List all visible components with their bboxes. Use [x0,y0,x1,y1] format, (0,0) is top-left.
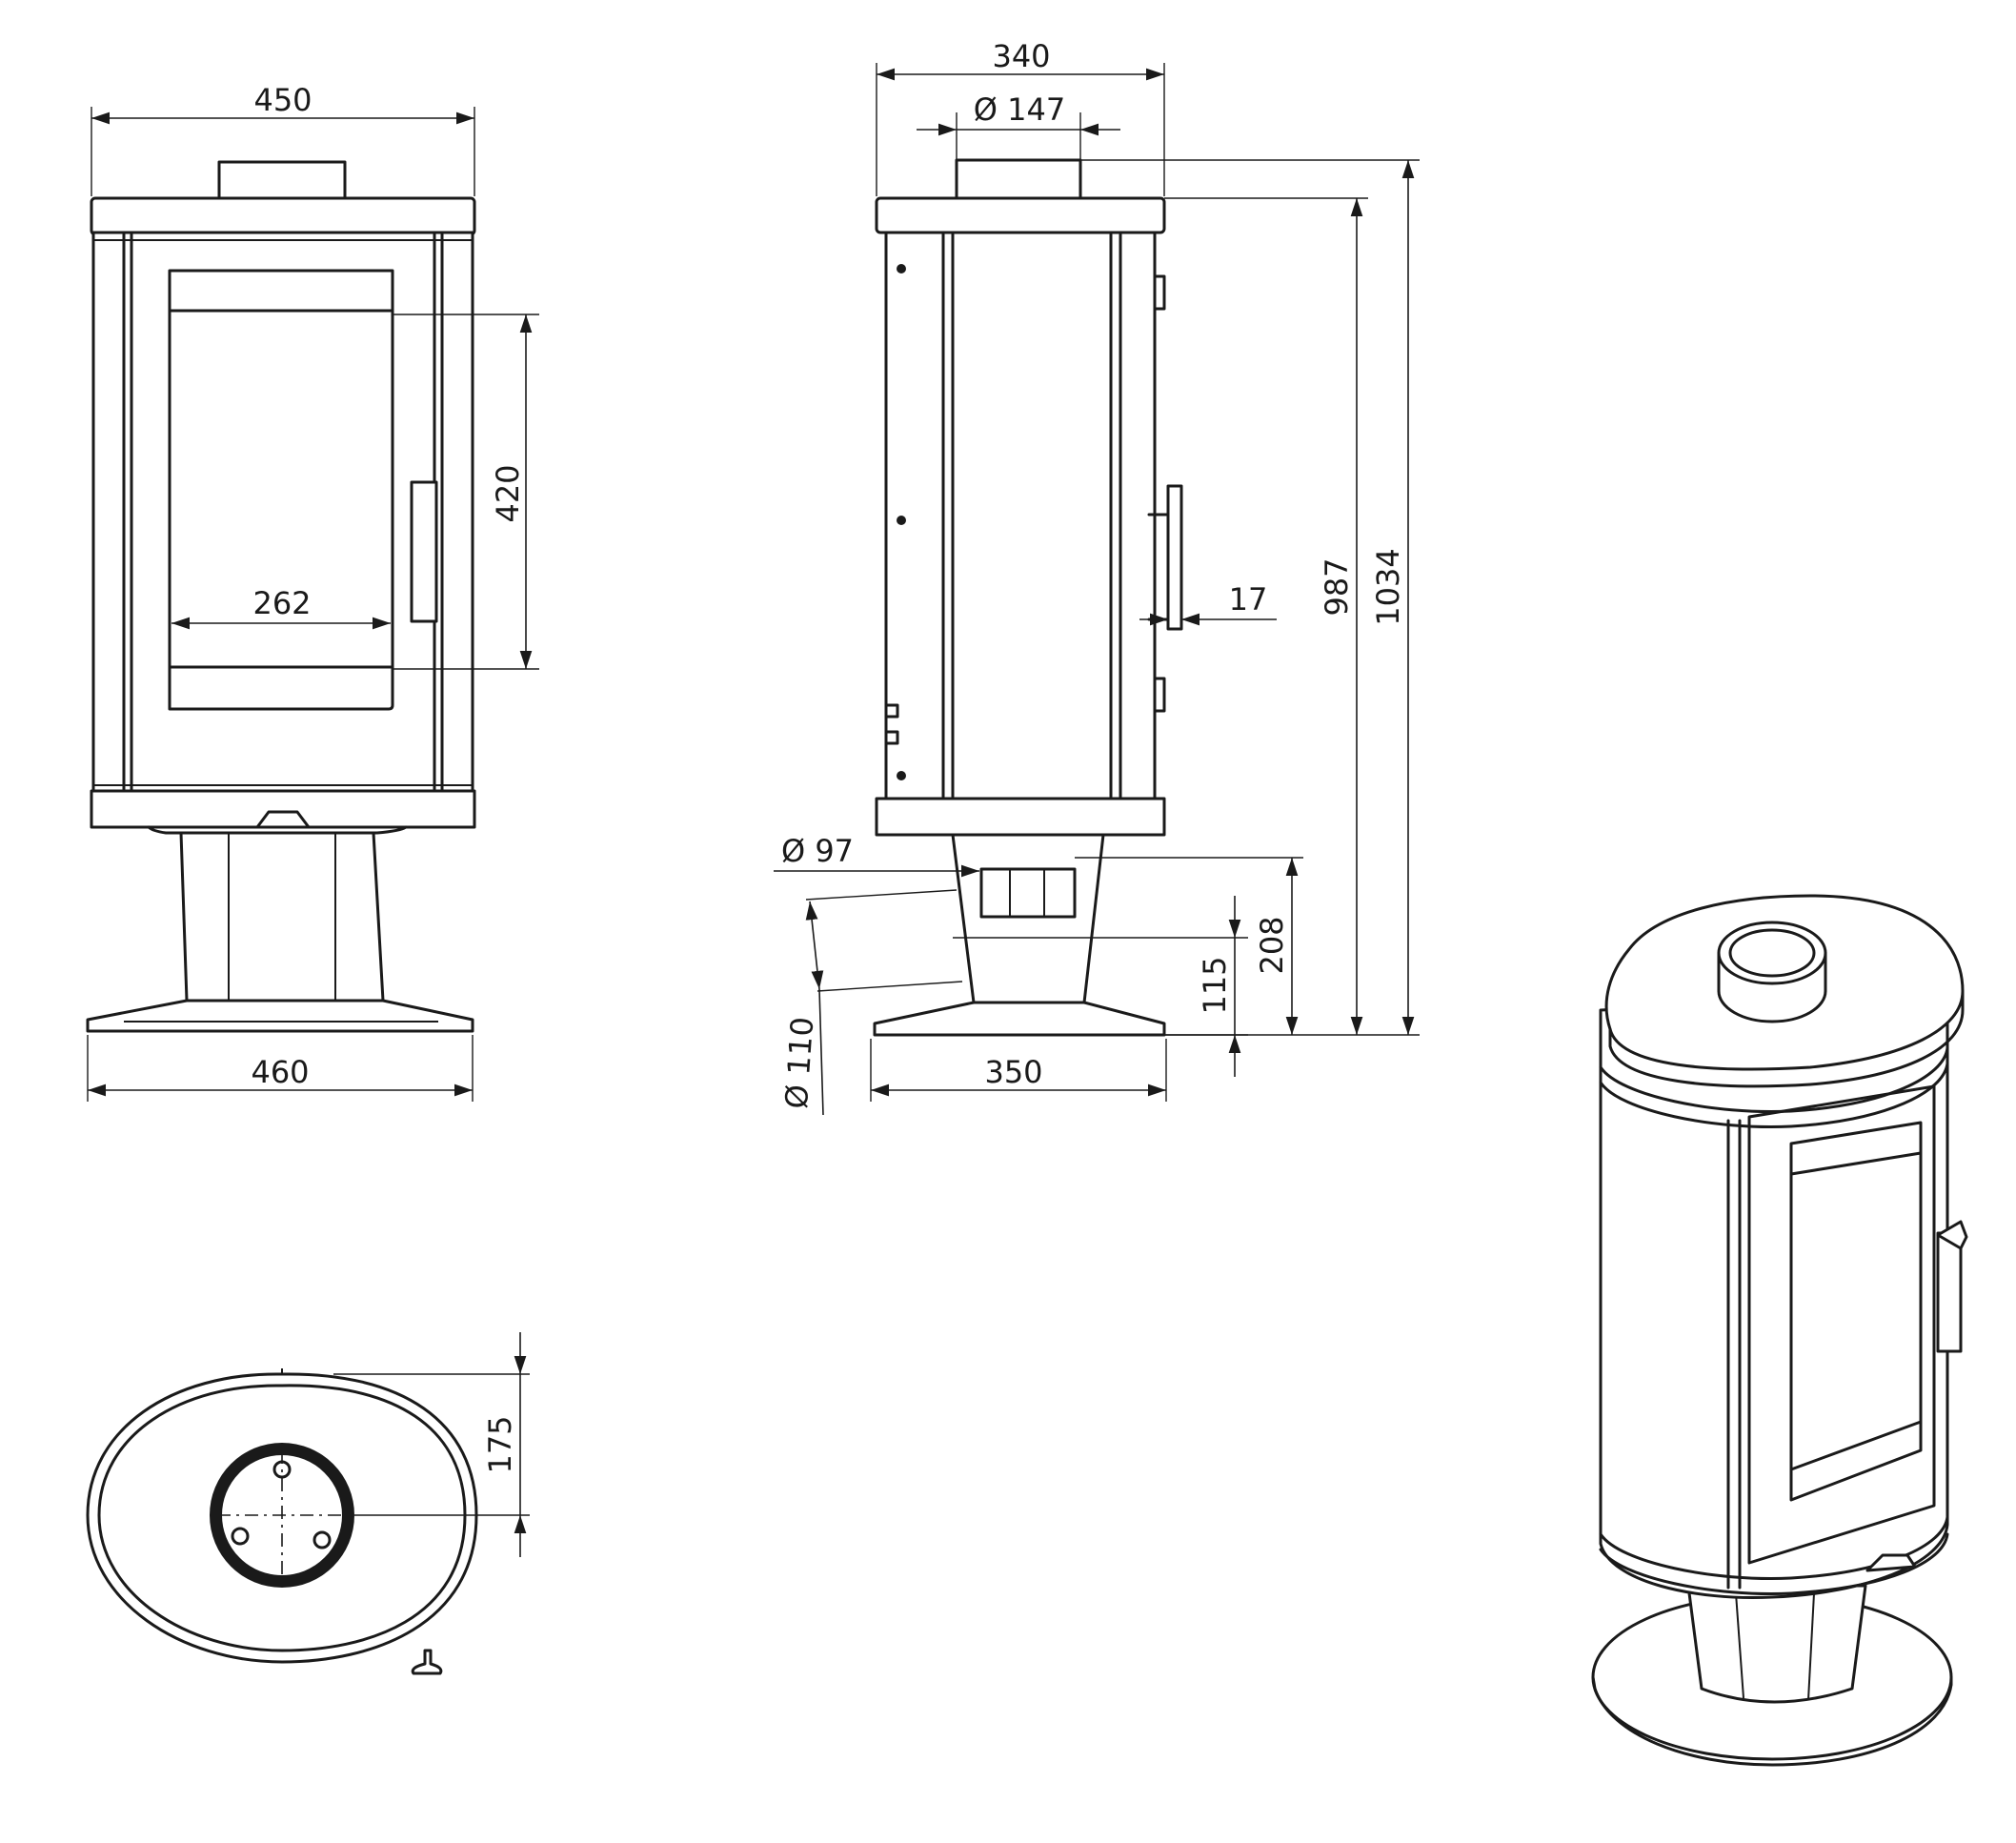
side-rivet [897,516,906,525]
iso-latch [1865,1553,1917,1572]
iso-flue-collar [1717,921,1827,985]
iso-door [1747,1084,1936,1565]
dim-110-label: Ø 110 [778,1016,821,1110]
iso-body [1599,989,1949,1599]
side-pedestal [951,833,1105,1004]
side-body [884,231,1157,800]
front-glass-frame [168,269,394,711]
dim-208-label: 208 [1254,916,1290,974]
side-bottom-band [875,797,1166,837]
side-door-handle [1166,484,1183,631]
front-door-handle [410,480,438,623]
side-air-duct [979,867,1077,919]
side-vents [884,703,899,745]
front-body [91,231,474,795]
dim-460-label: 460 [251,1054,309,1090]
dim-350-label: 350 [984,1054,1042,1090]
dim-262-label: 262 [252,585,311,621]
iso-flue-opening [1728,928,1816,978]
front-top-plate [90,196,476,236]
front-pedestal [179,831,385,1003]
front-base-plate [86,999,474,1033]
isometric-view [1591,894,1968,1767]
iso-glass [1789,1121,1923,1502]
dim-420-label: 420 [490,464,526,522]
front-view: 450 420 262 460 [86,82,539,1102]
dim-987-label: 987 [1319,557,1355,616]
side-hinge [1153,677,1166,713]
dim-147-label: Ø 147 [974,91,1065,128]
top-outline-inner [97,1384,467,1652]
front-latch [255,810,311,829]
top-bolt [231,1527,250,1546]
side-base-plate [873,1001,1166,1037]
side-hinge [1153,274,1166,311]
dim-1034-label: 1034 [1370,548,1406,625]
side-flue-collar [955,158,1082,200]
top-bolt [312,1530,332,1549]
side-rivet [897,771,906,780]
top-handle-knob [411,1649,443,1675]
iso-handle [1936,1231,1963,1353]
dim-line-110 [805,901,824,990]
dim-175-label: 175 [482,1415,518,1473]
top-view: 175 [86,1332,530,1675]
side-view: 340 Ø 147 1034 987 17 208 115 [774,38,1420,1116]
dim-97-label: Ø 97 [781,833,854,869]
dim-450-label: 450 [253,82,312,118]
side-top-plate [875,196,1166,234]
top-outline-outer [86,1372,478,1664]
dim-17-label: 17 [1229,581,1268,618]
dim-340-label: 340 [992,38,1050,74]
side-rivet [897,264,906,273]
front-flue-collar [217,160,347,202]
iso-pedestal [1686,1584,1867,1704]
dim-115-label: 115 [1197,956,1233,1014]
